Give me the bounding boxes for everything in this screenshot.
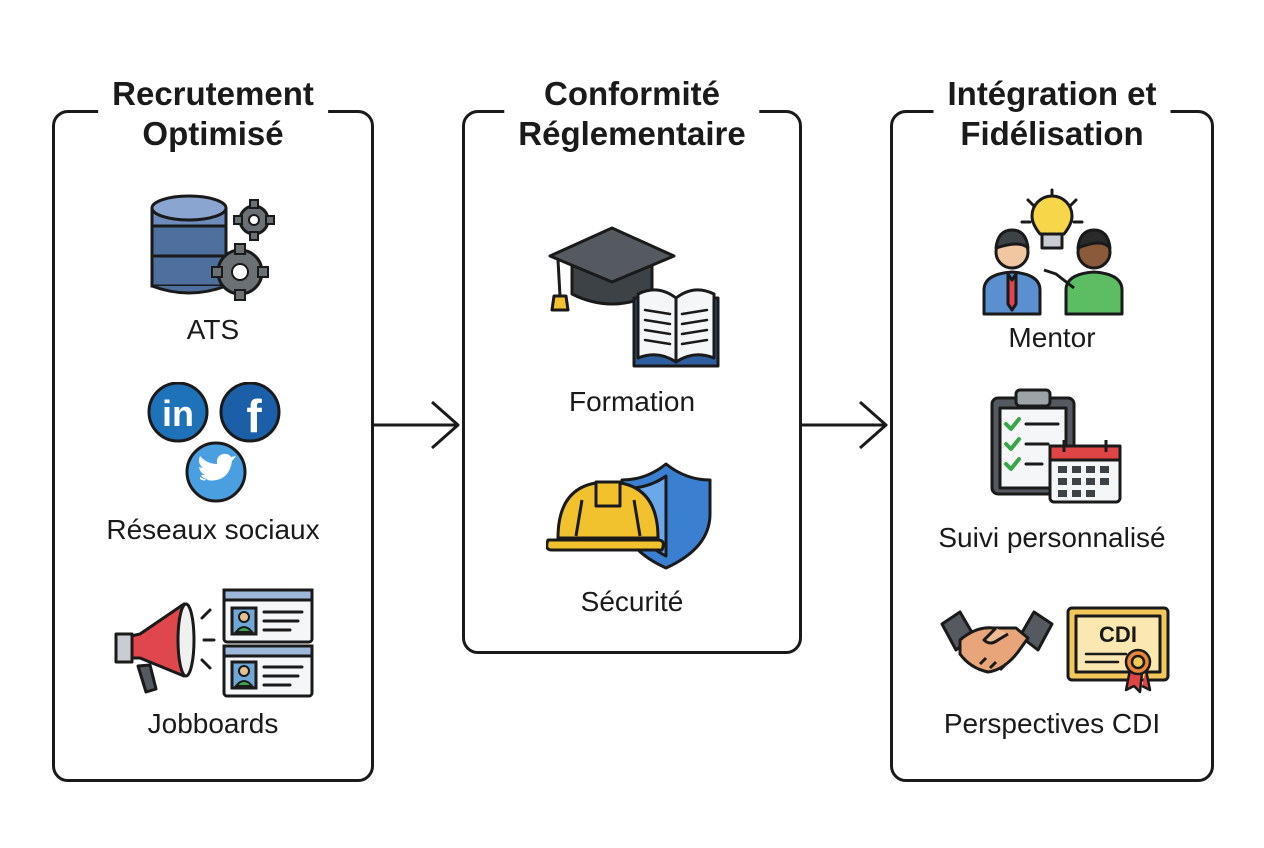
- arrow-right-icon: [802, 400, 888, 450]
- item-label-formation: Formation: [568, 386, 696, 417]
- checklist-calendar-icon: [988, 384, 1124, 504]
- item-label-mentor: Mentor: [1008, 322, 1096, 353]
- item-label-jobboards: Jobboards: [147, 708, 279, 739]
- panel-conformite: [462, 110, 802, 654]
- item-label-reseaux-sociaux: Réseaux sociaux: [106, 514, 320, 545]
- panel-title-line1: Conformité: [544, 75, 720, 112]
- item-label-suivi-personnalise: Suivi personnalisé: [938, 522, 1166, 553]
- hardhat-shield-icon: [546, 460, 722, 570]
- panel-title-line1: Intégration et: [947, 75, 1157, 112]
- panel-title-line2: Optimisé: [142, 115, 284, 152]
- graduation-cap-book-icon: [546, 224, 722, 370]
- panel-title-line2: Réglementaire: [518, 115, 746, 152]
- social-networks-icon: in f: [146, 382, 282, 504]
- panel-title-integration: Intégration et Fidélisation: [933, 74, 1171, 154]
- database-gears-icon: [148, 192, 280, 310]
- svg-text:f: f: [246, 390, 262, 442]
- megaphone-job-listings-icon: [112, 588, 316, 698]
- handshake-certificate-icon: CDI: [940, 604, 1174, 696]
- item-label-ats: ATS: [186, 314, 240, 345]
- panel-title-line1: Recrutement: [112, 75, 314, 112]
- svg-text:in: in: [162, 393, 194, 434]
- panel-title-line2: Fidélisation: [960, 115, 1144, 152]
- certificate-text: CDI: [1099, 622, 1137, 647]
- mentor-people-lightbulb-icon: [978, 186, 1128, 316]
- arrow-right-icon: [374, 400, 460, 450]
- panel-title-recrutement: Recrutement Optimisé: [98, 74, 328, 154]
- item-label-perspectives-cdi: Perspectives CDI: [943, 708, 1161, 739]
- panel-title-conformite: Conformité Réglementaire: [504, 74, 760, 154]
- item-label-securite: Sécurité: [580, 586, 684, 617]
